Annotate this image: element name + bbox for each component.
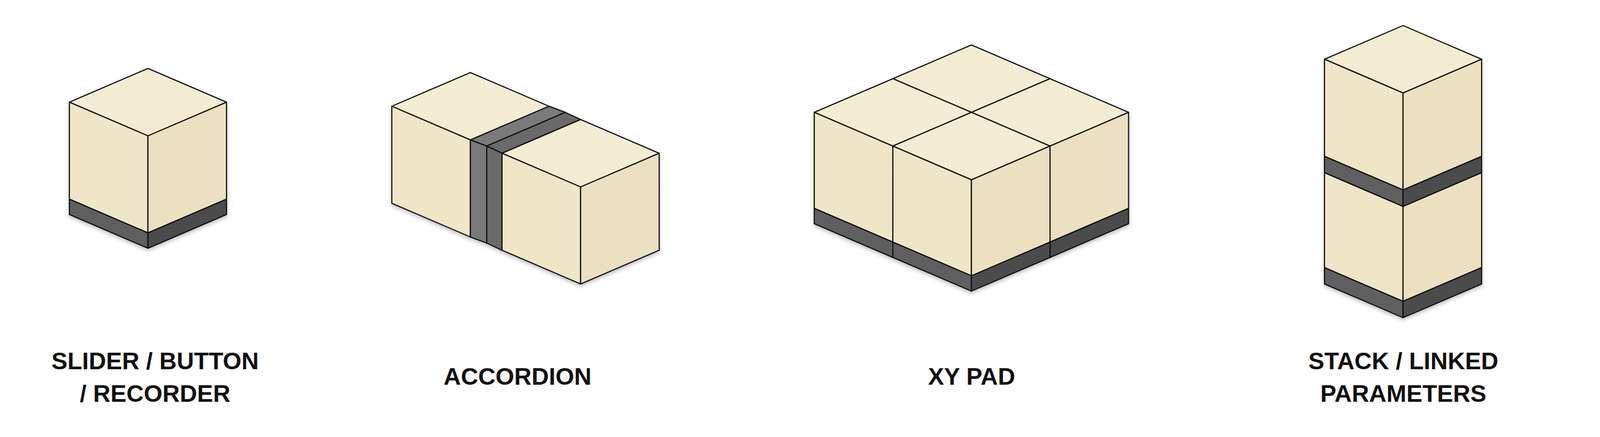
block-caption: STACK / LINKED PARAMETERS xyxy=(1238,344,1569,410)
block-caption: ACCORDION xyxy=(357,359,678,393)
accordion-block xyxy=(391,72,660,284)
xy-pad-blocks xyxy=(814,44,1129,291)
block-caption: XY PAD xyxy=(811,359,1132,393)
single-block xyxy=(69,68,227,248)
block-caption: SLIDER / BUTTON / RECORDER xyxy=(48,344,262,410)
stack-blocks xyxy=(1324,25,1482,318)
